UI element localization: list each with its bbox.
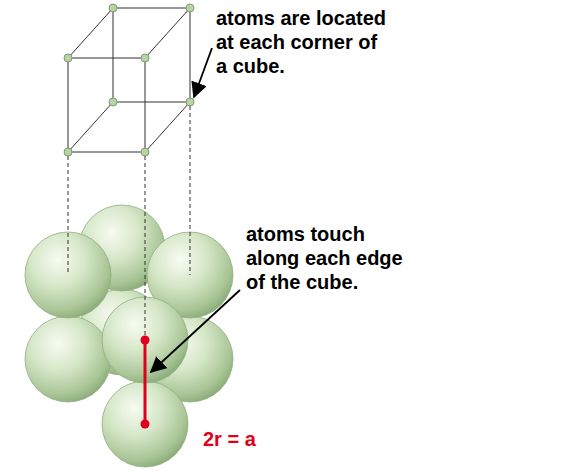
atom-sphere <box>25 316 111 402</box>
cube-back-face <box>113 8 190 102</box>
atom-center-dot <box>141 420 150 429</box>
cube-front-face <box>68 58 145 152</box>
projection-line <box>190 106 191 275</box>
corner-dot <box>109 98 117 106</box>
corner-dot <box>141 54 149 62</box>
cube-edge <box>145 8 190 58</box>
projection-line <box>145 156 146 340</box>
packed-atoms <box>25 205 233 467</box>
leader-arrow <box>194 48 212 97</box>
projection-lines <box>68 106 190 340</box>
corner-dot <box>64 54 72 62</box>
corner-atoms <box>64 4 194 156</box>
atom-center-dot <box>141 336 150 345</box>
callout-note: atoms are located at each corner of a cu… <box>216 6 392 78</box>
leader-arrow <box>151 290 240 372</box>
corner-dot <box>109 4 117 12</box>
corner-dot <box>186 4 194 12</box>
cube-wireframe <box>68 8 190 152</box>
edge-length-line <box>144 340 147 424</box>
dimension-label: 2r = a <box>203 427 256 451</box>
corner-dot <box>64 148 72 156</box>
cube-edge <box>145 102 190 152</box>
cube-edge <box>68 8 113 58</box>
projection-line <box>68 156 69 275</box>
callout-note: atoms touch along each edge of the cube. <box>246 222 416 294</box>
cube-edge <box>68 102 113 152</box>
corner-dot <box>141 148 149 156</box>
atom-sphere <box>25 232 111 318</box>
corner-dot <box>186 98 194 106</box>
